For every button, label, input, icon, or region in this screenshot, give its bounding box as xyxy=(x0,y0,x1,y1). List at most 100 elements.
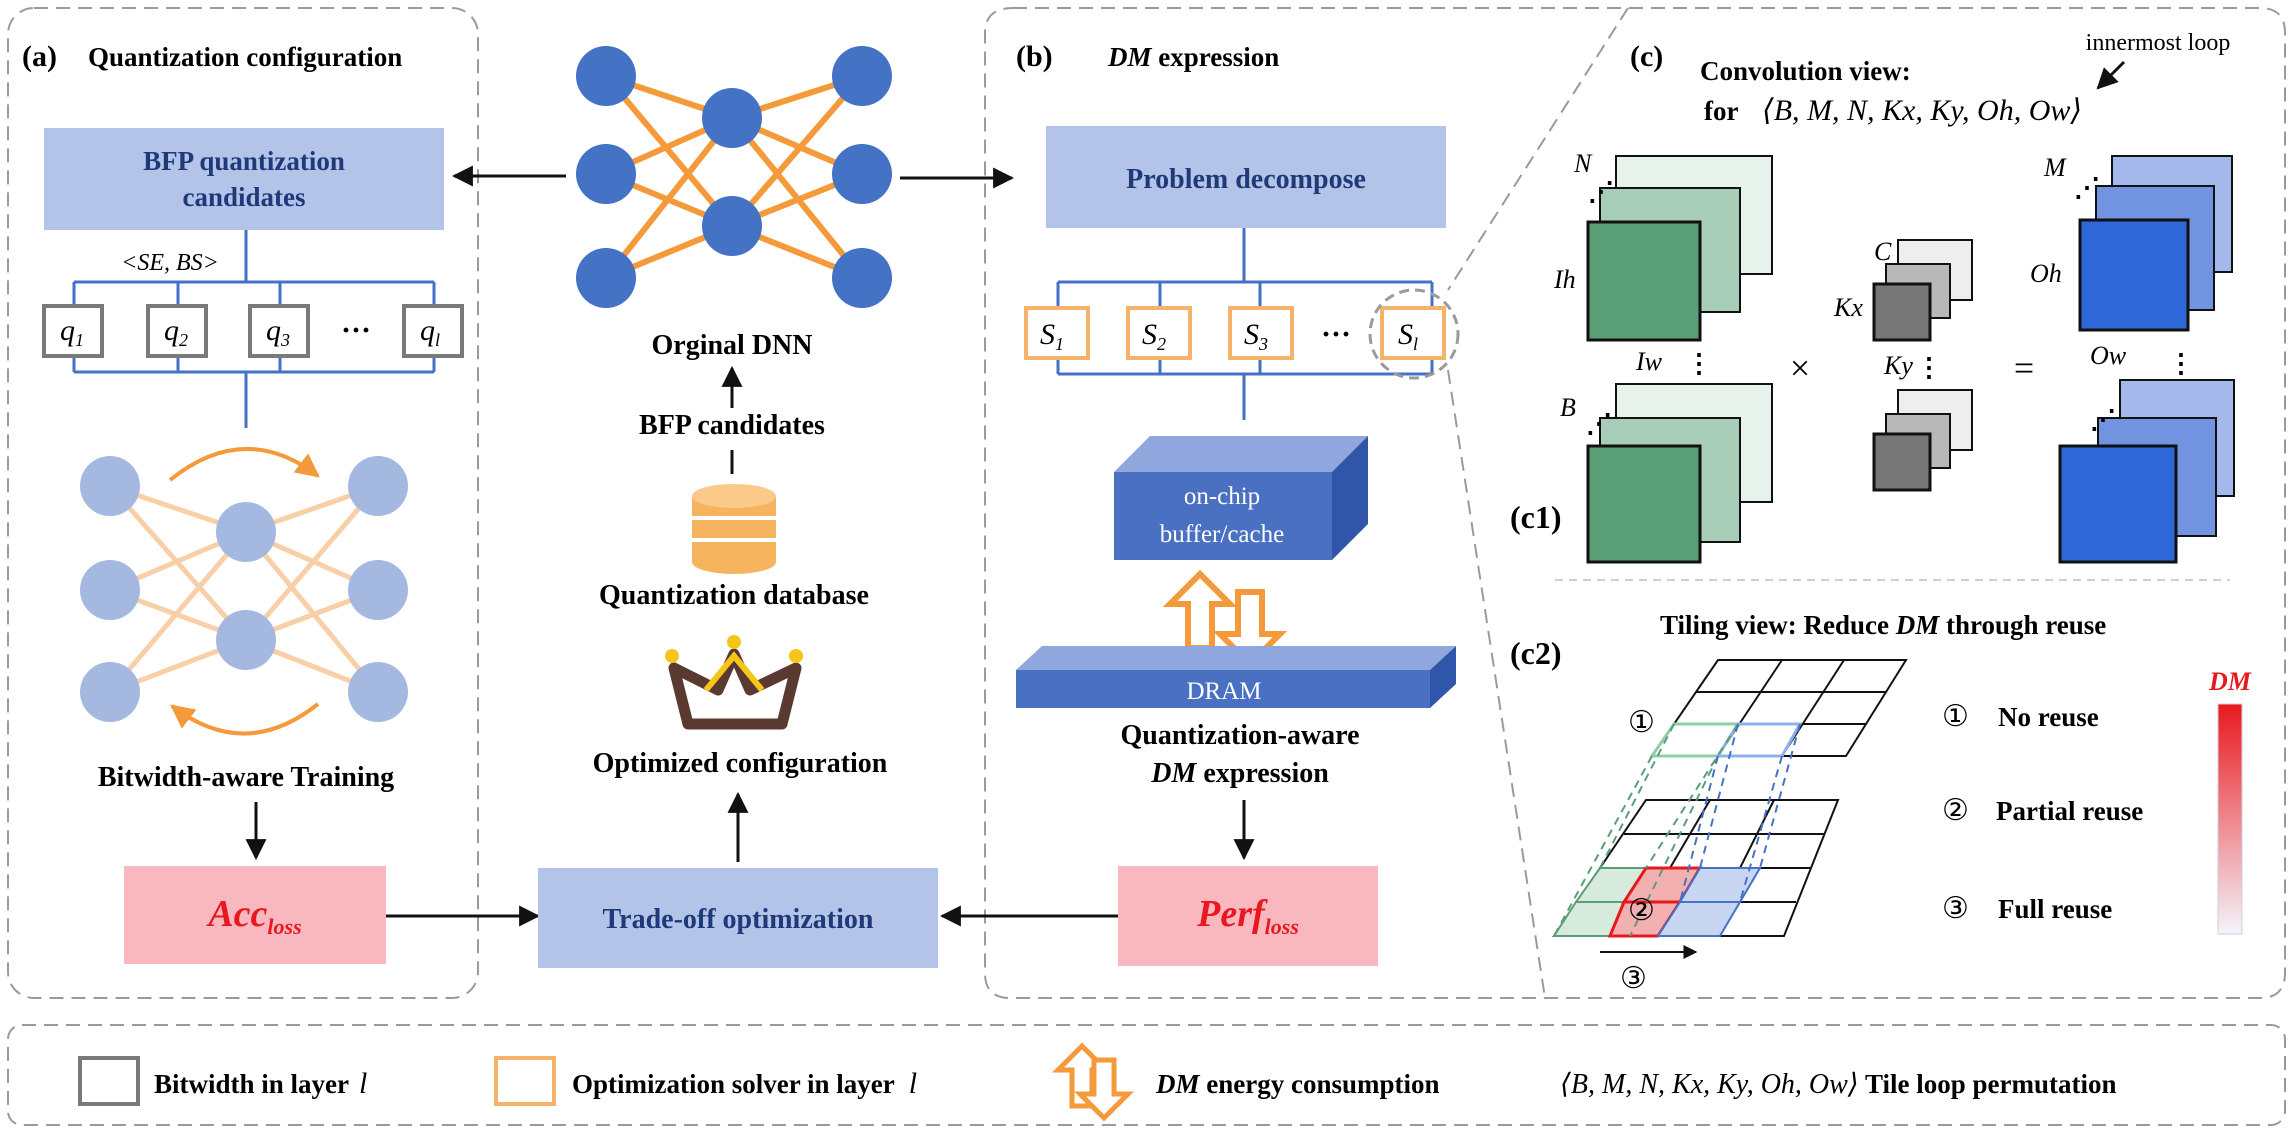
original-dnn-nodes xyxy=(576,46,892,308)
perf-loss-box xyxy=(1118,866,1378,966)
input-feature-stack xyxy=(1586,155,1773,564)
training-arrow-top xyxy=(168,447,320,482)
q-label-1: q1 xyxy=(60,314,84,350)
panel-c-tag: (c) xyxy=(1630,40,1663,73)
reuse-label-2: Partial reuse xyxy=(1996,796,2143,826)
q-box-2 xyxy=(146,304,208,358)
s-l-highlight xyxy=(1368,288,1460,380)
dram-icon xyxy=(1016,646,1456,708)
dots-vertical-out: ⋮ xyxy=(2168,349,2194,378)
q-box-3 xyxy=(248,304,310,358)
panel-bc-border xyxy=(984,7,2286,999)
q-boxes: q1 q2 q3 ql ··· xyxy=(42,304,464,358)
label-M: M xyxy=(2043,153,2067,182)
s-label-2: S2 xyxy=(1142,318,1166,354)
optimized-label: Optimized configuration xyxy=(593,748,888,779)
reuse-mark-1: ① xyxy=(1942,700,1969,733)
innermost-label: innermost loop xyxy=(2086,30,2231,56)
database-label: Quantization database xyxy=(599,580,869,611)
label-Oh: Oh xyxy=(2030,259,2062,288)
dots-vertical-in: ⋮ xyxy=(1686,349,1712,378)
s-label-l: Sl xyxy=(1398,318,1418,354)
bfp-candidates-box xyxy=(44,128,444,230)
loop-tuple: ⟨B, M, N, Kx, Ky, Oh, Ow⟩ xyxy=(1762,94,2082,127)
dots-vertical-k: ⋮ xyxy=(1916,353,1942,382)
s-box-l xyxy=(1380,306,1446,360)
se-bs-label: <SE, BS> xyxy=(121,250,219,276)
c2-tag: (c2) xyxy=(1510,635,1562,671)
training-label: Bitwidth-aware Training xyxy=(98,762,394,793)
onchip-buffer-icon xyxy=(1114,436,1368,560)
q-label-3: q3 xyxy=(266,314,290,350)
legend-bitwidth-swatch xyxy=(78,1056,140,1106)
s-dots: ··· xyxy=(1321,318,1351,351)
panel-b-tag: (b) xyxy=(1016,40,1053,73)
conv-view-label: Convolution view: xyxy=(1700,56,1911,86)
s-label-1: S1 xyxy=(1040,318,1064,354)
crown-icon xyxy=(665,635,803,730)
label-C: C xyxy=(1874,237,1892,266)
perf-loss-label: Perfloss xyxy=(1196,893,1299,939)
tile-mark-2: ② xyxy=(1628,894,1655,927)
tile-reuse-highlight xyxy=(1552,866,1762,938)
acc-loss-label: Accloss xyxy=(206,893,301,939)
dram-label: DRAM xyxy=(1186,678,1261,705)
training-arrow-bottom xyxy=(170,702,320,736)
legend-border xyxy=(7,1024,2286,1126)
label-N: N xyxy=(1573,149,1593,178)
qa-line1: Quantization-aware xyxy=(1120,720,1359,751)
q-label-l: ql xyxy=(420,314,440,350)
legend-energy-icon xyxy=(1051,1042,1135,1122)
output-feature-stack xyxy=(2058,155,2235,564)
dots-out-bottom: ⋰ xyxy=(2090,405,2116,434)
c1-tag: (c1) xyxy=(1510,499,1562,535)
tile-mark-1: ① xyxy=(1628,706,1655,739)
tile-grid-top xyxy=(1650,659,1908,757)
dm-colorbar xyxy=(2217,703,2243,935)
dots-N: ⋰ xyxy=(1588,177,1614,206)
qa-line2: DM expression xyxy=(1150,758,1329,789)
dots-M: ⋰ xyxy=(2074,173,2100,202)
s-box-1 xyxy=(1024,306,1090,360)
panel-a-border xyxy=(7,7,479,999)
times-symbol: × xyxy=(1790,348,1810,388)
label-Ih: Ih xyxy=(1553,265,1576,294)
bfp-box-line2: candidates xyxy=(182,182,305,212)
label-Ow: Ow xyxy=(2090,341,2127,370)
bfp-candidates-label: BFP candidates xyxy=(639,410,825,441)
training-nodes xyxy=(80,456,408,722)
panel-a-tag: (a) xyxy=(22,40,57,73)
database-icon xyxy=(692,484,776,574)
q-box-l xyxy=(402,304,464,358)
tradeoff-label: Trade-off optimization xyxy=(603,904,874,935)
panel-a-title: Quantization configuration xyxy=(88,42,402,72)
bfp-box-line1: BFP quantization xyxy=(143,146,345,176)
q-dots: ··· xyxy=(341,314,371,347)
for-label: for xyxy=(1704,96,1738,126)
s-label-3: S3 xyxy=(1244,318,1268,354)
label-Iw: Iw xyxy=(1635,347,1663,376)
s-box-2 xyxy=(1126,306,1192,360)
legend-solver-swatch xyxy=(494,1056,556,1106)
legend-tuple-label: ⟨B, M, N, Kx, Ky, Oh, Ow⟩ Tile loop perm… xyxy=(1560,1069,2117,1100)
tiling-title: Tiling view: Reduce DM through reuse xyxy=(1660,610,2106,640)
equals-symbol: = xyxy=(2014,348,2034,388)
tile-projection-lines xyxy=(1553,723,1801,937)
problem-decompose-box xyxy=(1046,126,1446,228)
label-Kx: Kx xyxy=(1833,293,1863,322)
buffer-line1: on-chip xyxy=(1184,483,1260,510)
panel-b-title: DM expression xyxy=(1107,42,1279,72)
dots-B: ⋰ xyxy=(1586,409,1612,438)
reuse-label-3: Full reuse xyxy=(1998,894,2112,924)
label-Ky: Ky xyxy=(1883,351,1913,380)
dnn-label: Orginal DNN xyxy=(652,330,813,361)
kernel-stack xyxy=(1872,239,1973,492)
reuse-label-1: No reuse xyxy=(1998,702,2099,732)
tile-top-highlight xyxy=(1649,722,1803,758)
dm-colorbar-label: DM xyxy=(2208,667,2252,696)
problem-decompose-label: Problem decompose xyxy=(1126,164,1366,195)
q-label-2: q2 xyxy=(164,314,188,350)
tile-mark-3: ③ xyxy=(1620,962,1647,995)
